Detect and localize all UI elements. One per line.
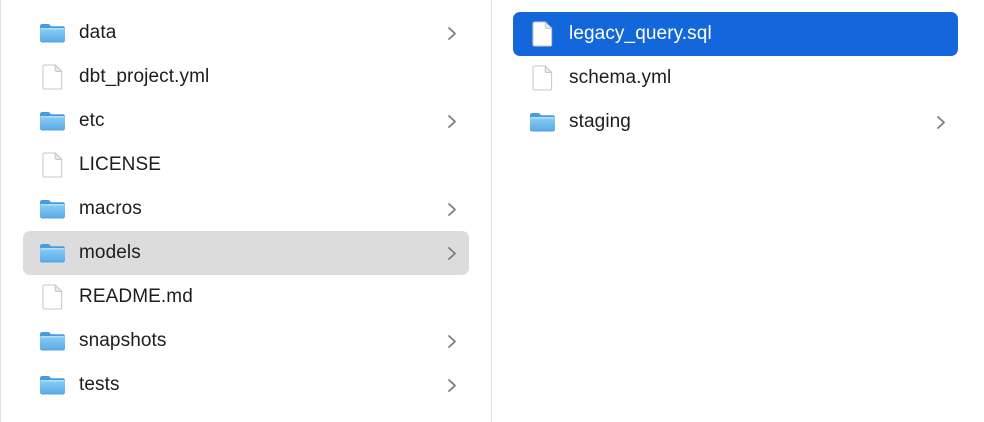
item-label: models [79, 242, 141, 263]
chevron-right-icon [439, 245, 457, 262]
item-label: snapshots [79, 330, 167, 351]
item-label: etc [79, 110, 105, 131]
list-item-macros[interactable]: macros [23, 187, 469, 231]
list-item-readme-md[interactable]: README.md [23, 275, 469, 319]
file-icon [529, 21, 556, 48]
list-item-dbt-project-yml[interactable]: dbt_project.yml [23, 55, 469, 99]
item-label: README.md [79, 286, 193, 307]
folder-icon [39, 196, 66, 223]
folder-icon [39, 108, 66, 135]
file-icon [529, 65, 556, 92]
file-icon [39, 64, 66, 91]
folder-icon [39, 240, 66, 267]
item-label: data [79, 22, 117, 43]
file-icon [39, 152, 66, 179]
item-label: tests [79, 374, 120, 395]
list-item-snapshots[interactable]: snapshots [23, 319, 469, 363]
chevron-right-icon [439, 113, 457, 130]
list-item-data[interactable]: data [23, 11, 469, 55]
file-icon [39, 284, 66, 311]
list-item-staging[interactable]: staging [513, 100, 958, 144]
item-label: LICENSE [79, 154, 162, 175]
item-label: legacy_query.sql [569, 23, 712, 44]
chevron-right-icon [439, 201, 457, 218]
chevron-right-icon [439, 377, 457, 394]
chevron-right-icon [928, 114, 946, 131]
folder-icon [529, 109, 556, 136]
chevron-right-icon [439, 333, 457, 350]
item-label: macros [79, 198, 142, 219]
item-label: staging [569, 111, 631, 132]
item-label: dbt_project.yml [79, 66, 210, 87]
folder-icon [39, 372, 66, 399]
folder-icon [39, 20, 66, 47]
list-item-etc[interactable]: etc [23, 99, 469, 143]
list-item-license[interactable]: LICENSE [23, 143, 469, 187]
column-right: legacy_query.sql schema.yml staging [492, 0, 984, 422]
list-item-tests[interactable]: tests [23, 363, 469, 407]
list-item-schema-yml[interactable]: schema.yml [513, 56, 958, 100]
chevron-right-icon [439, 25, 457, 42]
list-item-legacy-query-sql[interactable]: legacy_query.sql [513, 12, 958, 56]
list-item-models[interactable]: models [23, 231, 469, 275]
folder-icon [39, 328, 66, 355]
item-label: schema.yml [569, 67, 672, 88]
